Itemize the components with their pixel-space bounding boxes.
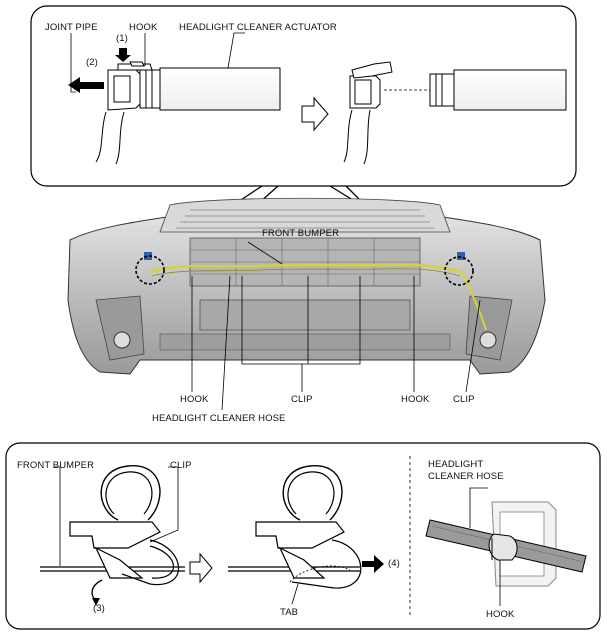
transition-arrow-icon — [301, 96, 329, 132]
label-hose-line2: CLEANER HOSE — [428, 471, 504, 482]
top-panel — [30, 5, 577, 187]
right-actuator-marker — [457, 252, 465, 260]
right-detail-circle — [444, 256, 474, 286]
label-headlight-cleaner-actuator: HEADLIGHT CLEANER ACTUATOR — [179, 22, 337, 33]
label-front-bumper-middle: FRONT BUMPER — [262, 228, 340, 239]
bottom-panel — [5, 442, 601, 630]
label-step2: (2) — [86, 57, 98, 68]
middle-leader-lines — [191, 241, 481, 411]
joint-pipe-assembly-detached — [343, 61, 567, 165]
label-hook-top: HOOK — [129, 22, 158, 33]
label-step4: (4) — [388, 558, 400, 569]
label-joint-pipe: JOINT PIPE — [45, 22, 98, 33]
hose-hook-detail — [425, 501, 587, 587]
label-front-bumper-bottom: FRONT BUMPER — [17, 460, 95, 471]
label-hook-bottom: HOOK — [486, 609, 515, 620]
step4-arrow-icon — [362, 555, 384, 573]
label-clip-bottom: CLIP — [170, 460, 192, 471]
label-clip-center: CLIP — [291, 394, 313, 405]
label-hook-left: HOOK — [180, 394, 209, 405]
step2-arrow-icon — [68, 77, 104, 93]
headlight-cleaner-hose-path — [149, 263, 463, 274]
label-hook-right: HOOK — [401, 394, 430, 405]
label-step3: (3) — [93, 603, 105, 614]
bottom-transition-arrow-icon — [189, 552, 213, 584]
front-bumper-illustration — [67, 197, 546, 375]
label-clip-right: CLIP — [453, 394, 475, 405]
label-tab: TAB — [280, 607, 299, 618]
left-detail-circle — [135, 255, 165, 285]
joint-pipe-assembly-connected — [95, 61, 281, 165]
label-hose-line1: HEADLIGHT — [428, 459, 484, 470]
label-step1: (1) — [116, 33, 128, 44]
clip-installed — [40, 465, 185, 586]
left-actuator-marker — [144, 252, 152, 260]
clip-removed — [228, 465, 362, 589]
label-headlight-cleaner-hose: HEADLIGHT CLEANER HOSE — [152, 413, 286, 424]
step1-arrow-icon — [115, 48, 131, 62]
